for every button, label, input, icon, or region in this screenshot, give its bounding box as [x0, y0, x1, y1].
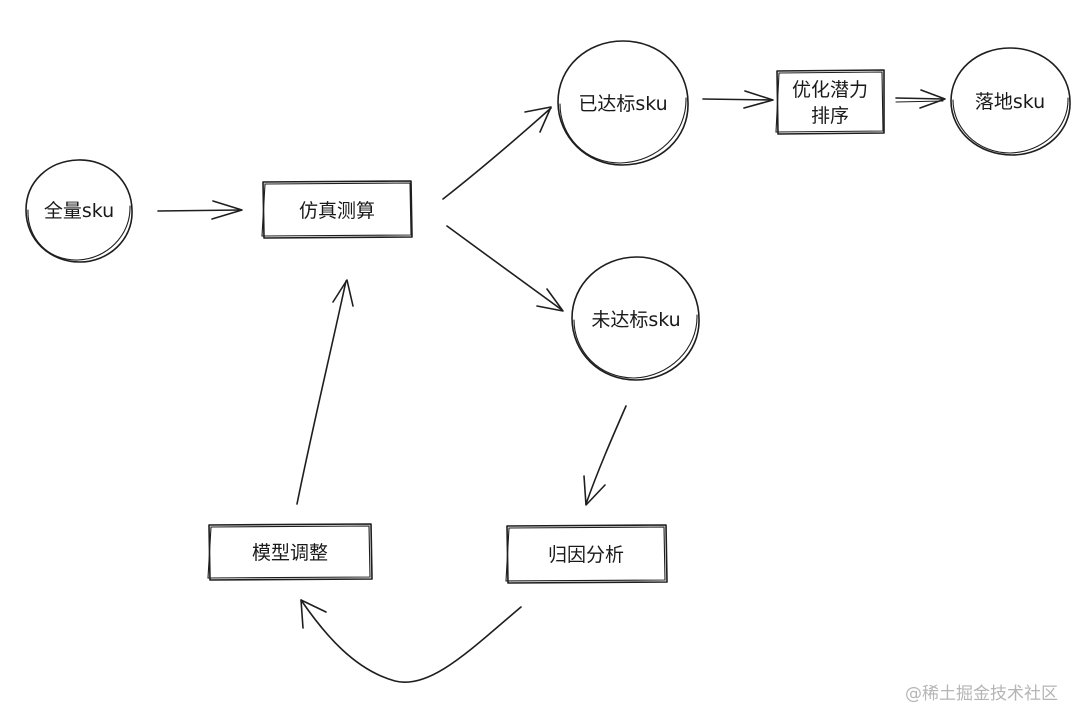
node-optimize-label-line1: 优化潜力	[792, 79, 868, 101]
arrow-simulation-to-reached	[442, 106, 552, 200]
node-model-adjust: 模型调整	[207, 523, 373, 581]
arrow-all-to-simulation	[157, 200, 243, 220]
node-not-reached-sku: 未达标sku	[571, 256, 700, 381]
node-simulation: 仿真测算	[261, 180, 413, 239]
node-all-sku: 全量sku	[25, 159, 133, 263]
arrow-not-reached-to-attribution	[583, 405, 627, 506]
node-simulation-label: 仿真测算	[299, 200, 375, 222]
node-attribution-label: 归因分析	[548, 544, 624, 566]
arrow-model-to-simulation	[296, 279, 354, 505]
arrow-simulation-to-not-reached	[446, 225, 564, 312]
node-landing-sku: 落地sku	[950, 47, 1071, 156]
node-attribution: 归因分析	[505, 524, 668, 584]
node-optimize-rank: 优化潜力 排序	[775, 69, 885, 135]
arrow-optimize-to-landing	[895, 89, 946, 109]
node-all-sku-label: 全量sku	[44, 200, 114, 222]
node-optimize-label-line2: 排序	[811, 105, 849, 127]
watermark-text: @稀土掘金技术社区	[905, 684, 1058, 704]
node-model-adjust-label: 模型调整	[252, 542, 328, 564]
node-landing-sku-label: 落地sku	[975, 91, 1045, 113]
node-not-reached-sku-label: 未达标sku	[591, 309, 680, 331]
arrow-reached-to-optimize	[702, 90, 774, 109]
arrow-attribution-to-model	[300, 599, 522, 684]
node-reached-sku-label: 已达标sku	[578, 93, 667, 115]
node-reached-sku: 已达标sku	[557, 40, 689, 166]
